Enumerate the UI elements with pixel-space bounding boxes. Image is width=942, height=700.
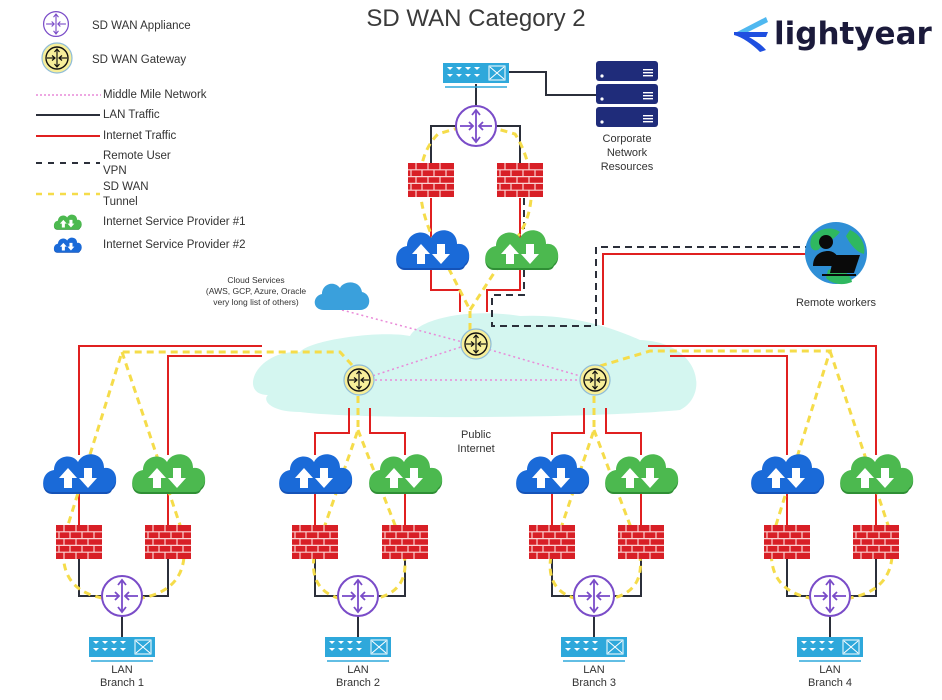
gateway-right-icon bbox=[579, 364, 611, 396]
svg-text:LAN: LAN bbox=[347, 664, 368, 676]
legend-item-remote-user-vpn: Remote User VPN bbox=[36, 150, 171, 177]
blue-cloud-icon bbox=[54, 238, 82, 253]
svg-text:Corporate: Corporate bbox=[603, 133, 652, 145]
branch-2-firewall-1-icon bbox=[291, 524, 339, 560]
cloud-services: Cloud Services (AWS, GCP, Azure, Oracle … bbox=[206, 275, 370, 310]
hq-firewall-2-icon bbox=[496, 162, 544, 198]
branch-2-firewall-2-icon bbox=[381, 524, 429, 560]
svg-text:LAN: LAN bbox=[111, 664, 132, 676]
hq-isp-1-cloud-icon bbox=[485, 230, 558, 270]
branch-3-isp-1-cloud-icon bbox=[605, 454, 678, 494]
legend-item-middle-mile: Middle Mile Network bbox=[36, 89, 207, 101]
branch-1: LAN Branch 1 bbox=[43, 454, 205, 689]
legend: SD WAN Appliance SD WAN Gateway Middle M… bbox=[36, 10, 246, 253]
svg-text:Tunnel: Tunnel bbox=[103, 196, 138, 208]
branch-3-isp-2-cloud-icon bbox=[516, 454, 589, 494]
branch-1-isp-1-cloud-icon bbox=[132, 454, 205, 494]
svg-text:very long list of others): very long list of others) bbox=[213, 297, 299, 307]
svg-text:LAN Traffic: LAN Traffic bbox=[103, 109, 160, 121]
svg-text:Branch 1: Branch 1 bbox=[100, 677, 144, 689]
branch-2-isp-2-cloud-icon bbox=[279, 454, 352, 494]
svg-text:Internet Service Provider #2: Internet Service Provider #2 bbox=[103, 239, 246, 251]
middle-mile-lines bbox=[341, 309, 595, 381]
branch-4-firewall-1-icon bbox=[763, 524, 811, 560]
legend-item-lan-traffic: LAN Traffic bbox=[36, 109, 160, 121]
branch-2: LAN Branch 2 bbox=[279, 454, 442, 689]
svg-text:LAN: LAN bbox=[583, 664, 604, 676]
branch-2-lan-switch-icon bbox=[324, 636, 392, 662]
sd-wan-gateway-icon bbox=[41, 42, 73, 74]
lightyear-logo: lightyear bbox=[734, 16, 932, 52]
branch-1-sd-wan-appliance-icon bbox=[101, 575, 143, 617]
branch-4: LAN Branch 4 bbox=[751, 454, 913, 689]
gateway-center-icon bbox=[460, 328, 492, 360]
branch-4-isp-1-cloud-icon bbox=[840, 454, 913, 494]
legend-item-sd-wan-appliance: SD WAN Appliance bbox=[42, 10, 191, 38]
hq-lan-switch-icon bbox=[442, 62, 510, 88]
cloud-services-icon bbox=[314, 282, 370, 310]
legend-item-isp-1: Internet Service Provider #1 bbox=[54, 215, 246, 230]
branch-4-isp-2-cloud-icon bbox=[751, 454, 824, 494]
svg-text:LAN: LAN bbox=[819, 664, 840, 676]
corporate-network-resources: Corporate Network Resources bbox=[596, 61, 658, 173]
sd-wan-appliance-icon bbox=[42, 10, 70, 38]
branch-1-isp-2-cloud-icon bbox=[43, 454, 116, 494]
public-internet-label: Public bbox=[461, 429, 491, 441]
branch-3-lan-switch-icon bbox=[560, 636, 628, 662]
svg-text:Middle Mile Network: Middle Mile Network bbox=[103, 89, 207, 101]
legend-item-isp-2: Internet Service Provider #2 bbox=[54, 238, 246, 253]
public-internet-label-2: Internet bbox=[457, 443, 494, 455]
branch-3: LAN Branch 3 bbox=[516, 454, 678, 689]
legend-item-sd-wan-gateway: SD WAN Gateway bbox=[41, 42, 186, 74]
branch-4-sd-wan-appliance-icon bbox=[809, 575, 851, 617]
svg-text:Cloud Services: Cloud Services bbox=[227, 275, 284, 285]
hq-firewall-1-icon bbox=[407, 162, 455, 198]
hq-site bbox=[396, 62, 558, 270]
svg-text:SD WAN Appliance: SD WAN Appliance bbox=[92, 20, 191, 32]
svg-text:Internet Traffic: Internet Traffic bbox=[103, 130, 177, 142]
legend-item-sd-wan-tunnel: SD WAN Tunnel bbox=[36, 181, 149, 208]
branch-1-lan-switch-icon bbox=[88, 636, 156, 662]
svg-text:Remote workers: Remote workers bbox=[796, 297, 877, 309]
svg-text:Internet Service Provider #1: Internet Service Provider #1 bbox=[103, 216, 246, 228]
green-cloud-icon bbox=[54, 215, 82, 230]
branch-1-firewall-2-icon bbox=[144, 524, 192, 560]
branch-4-firewall-2-icon bbox=[852, 524, 900, 560]
branch-2-isp-1-cloud-icon bbox=[369, 454, 442, 494]
diagram-title: SD WAN Category 2 bbox=[366, 5, 585, 32]
hq-isp-2-cloud-icon bbox=[396, 230, 469, 270]
svg-text:(AWS, GCP, Azure, Oracle: (AWS, GCP, Azure, Oracle bbox=[206, 286, 306, 296]
hq-sd-wan-appliance-icon bbox=[455, 105, 497, 147]
gateway-left-icon bbox=[343, 364, 375, 396]
branch-1-firewall-1-icon bbox=[55, 524, 103, 560]
branch-3-sd-wan-appliance-icon bbox=[573, 575, 615, 617]
lightyear-logo-text: lightyear bbox=[774, 16, 932, 52]
svg-text:Branch 2: Branch 2 bbox=[336, 677, 380, 689]
svg-text:Branch 3: Branch 3 bbox=[572, 677, 616, 689]
branch-4-lan-switch-icon bbox=[796, 636, 864, 662]
svg-text:Network: Network bbox=[607, 147, 648, 159]
svg-text:SD WAN Gateway: SD WAN Gateway bbox=[92, 54, 186, 66]
svg-text:VPN: VPN bbox=[103, 165, 127, 177]
legend-item-internet-traffic: Internet Traffic bbox=[36, 130, 177, 142]
remote-worker-globe-icon bbox=[805, 222, 867, 285]
branch-3-firewall-1-icon bbox=[528, 524, 576, 560]
branch-2-sd-wan-appliance-icon bbox=[337, 575, 379, 617]
svg-text:Branch 4: Branch 4 bbox=[808, 677, 852, 689]
svg-text:Remote User: Remote User bbox=[103, 150, 171, 162]
svg-text:SD WAN: SD WAN bbox=[103, 181, 149, 193]
server-stack-icon bbox=[596, 61, 658, 127]
svg-text:Resources: Resources bbox=[601, 161, 654, 173]
remote-workers: Remote workers bbox=[796, 222, 877, 309]
branch-3-firewall-2-icon bbox=[617, 524, 665, 560]
lightyear-logo-mark-icon bbox=[734, 17, 768, 52]
remote-user-vpn-line bbox=[491, 198, 808, 327]
